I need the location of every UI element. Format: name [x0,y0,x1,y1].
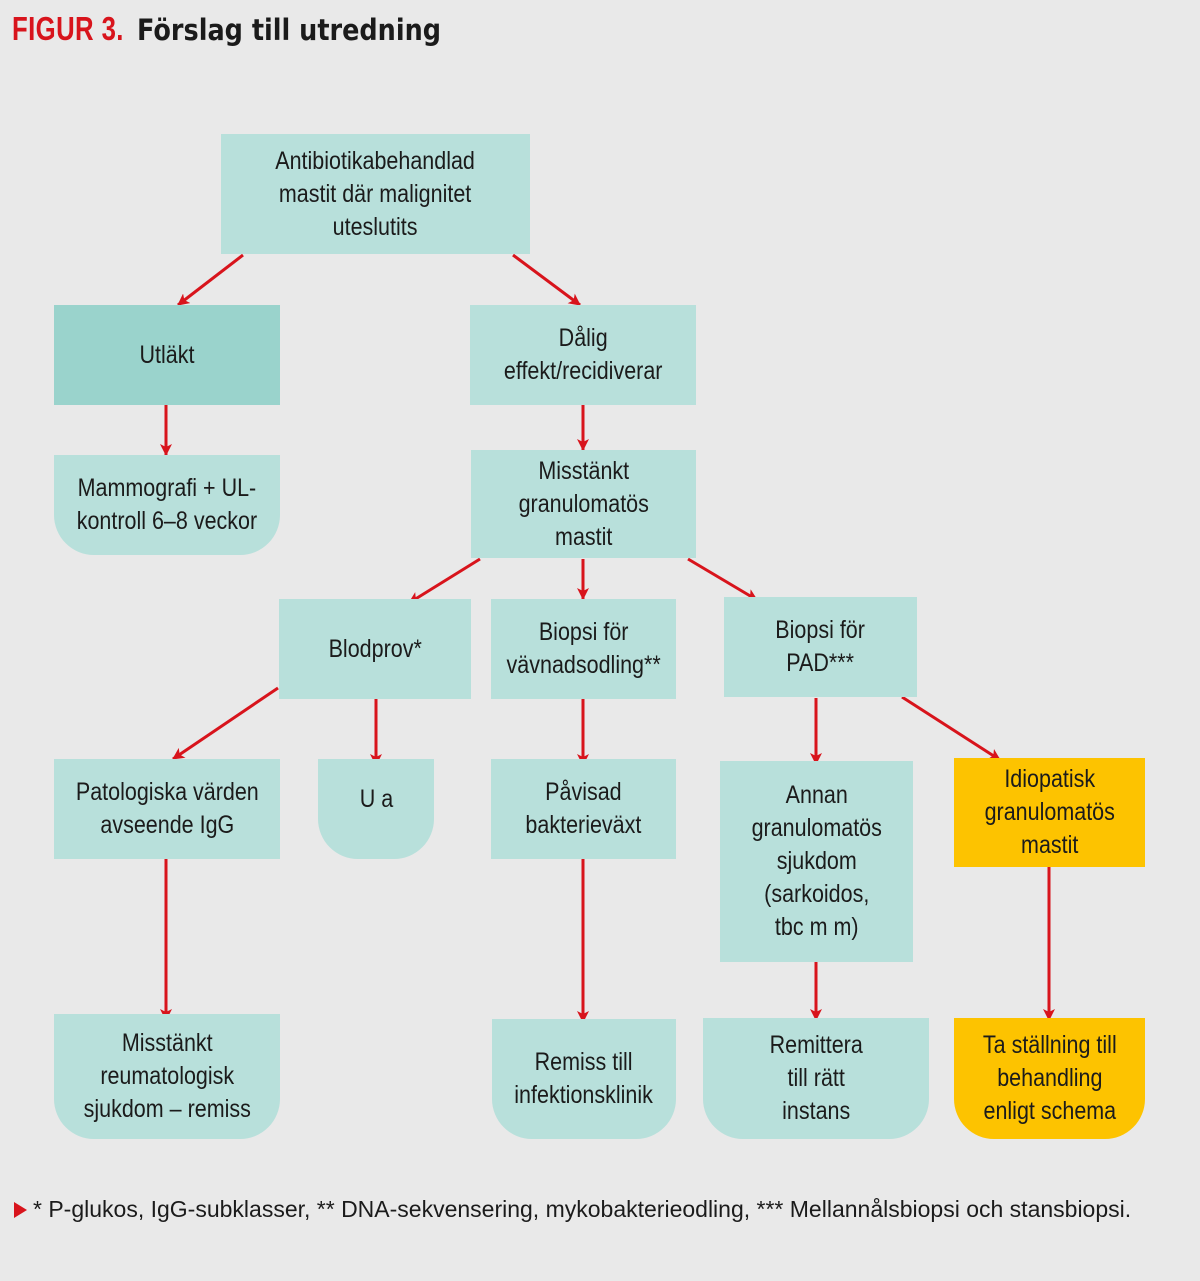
node-infection-referral: Remiss till infektionsklinik [492,1019,676,1139]
node-followup: Mammografi + UL- kontroll 6–8 veckor [54,455,280,555]
node-biopsy-pad: Biopsi för PAD*** [724,597,917,697]
node-treatment-decision-text: Ta ställning till behandling enligt sche… [982,1031,1117,1125]
node-suspected-gm-text: Misstänkt granulomatös mastit [518,456,649,551]
node-biopsy-culture-text: Biopsi för vävnadsodling** [506,618,661,679]
arrow-start-to-poor-effect [512,253,581,307]
node-rheumatologic-referral: Misstänkt reumatologisk sjukdom – remiss [54,1014,280,1139]
figure-label: FIGUR 3. [12,10,124,47]
node-blood-test: Blodprov* [279,599,471,699]
node-poor-effect: Dålig effekt/recidiverar [470,305,696,405]
node-idiopathic-gm: Idiopatisk granulomatös mastit [954,758,1145,867]
arrow-blood-test-to-pathological-igg [172,686,279,761]
node-bacterial-growth: Påvisad bakterieväxt [491,759,676,859]
node-other-granulomatous: Annan granulomatös sjukdom (sarkoidos, t… [720,761,913,962]
node-start: Antibiotikabehandlad mastit där malignit… [221,134,530,254]
node-treatment-decision: Ta ställning till behandling enligt sche… [954,1018,1145,1139]
triangle-marker-icon [14,1202,27,1218]
node-poor-effect-text: Dålig effekt/recidiverar [503,324,663,385]
node-start-text: Antibiotikabehandlad mastit där malignit… [275,146,476,241]
node-biopsy-culture: Biopsi för vävnadsodling** [491,599,676,699]
node-followup-text: Mammografi + UL- kontroll 6–8 veckor [76,474,258,535]
node-refer-correct: Remittera till rätt instans [703,1018,929,1139]
node-healed-text: Utläkt [139,340,195,369]
node-biopsy-pad-text: Biopsi för PAD*** [775,616,866,677]
node-pathological-igg: Patologiska värden avseende IgG [54,759,280,859]
arrow-suspected-gm-to-blood-test [408,557,481,605]
node-rheumatologic-referral-text: Misstänkt reumatologisk sjukdom – remiss [83,1029,251,1123]
footnote: * P-glukos, IgG-subklasser, ** DNA-sekve… [14,1193,1164,1226]
arrow-suspected-gm-to-biopsy-pad [687,557,758,602]
node-refer-correct-text: Remittera till rätt instans [769,1031,863,1125]
node-blood-test-text: Blodprov* [328,634,422,663]
node-suspected-gm: Misstänkt granulomatös mastit [471,450,696,558]
node-normal-text: U a [359,784,393,813]
figure-heading: FIGUR 3. Förslag till utredning [12,10,483,48]
node-infection-referral-text: Remiss till infektionsklinik [514,1048,654,1109]
footnote-text: * P-glukos, IgG-subklasser, ** DNA-sekve… [33,1196,1132,1222]
node-idiopathic-gm-text: Idiopatisk granulomatös mastit [984,765,1115,859]
node-normal: U a [318,759,434,859]
arrow-biopsy-pad-to-idiopathic-gm [901,695,1001,762]
node-pathological-igg-text: Patologiska värden avseende IgG [75,778,259,839]
node-healed: Utläkt [54,305,280,405]
node-bacterial-growth-text: Påvisad bakterieväxt [525,778,642,839]
arrow-start-to-healed [177,253,244,307]
figure-title: Förslag till utredning [137,13,442,47]
node-other-granulomatous-text: Annan granulomatös sjukdom (sarkoidos, t… [751,781,882,941]
